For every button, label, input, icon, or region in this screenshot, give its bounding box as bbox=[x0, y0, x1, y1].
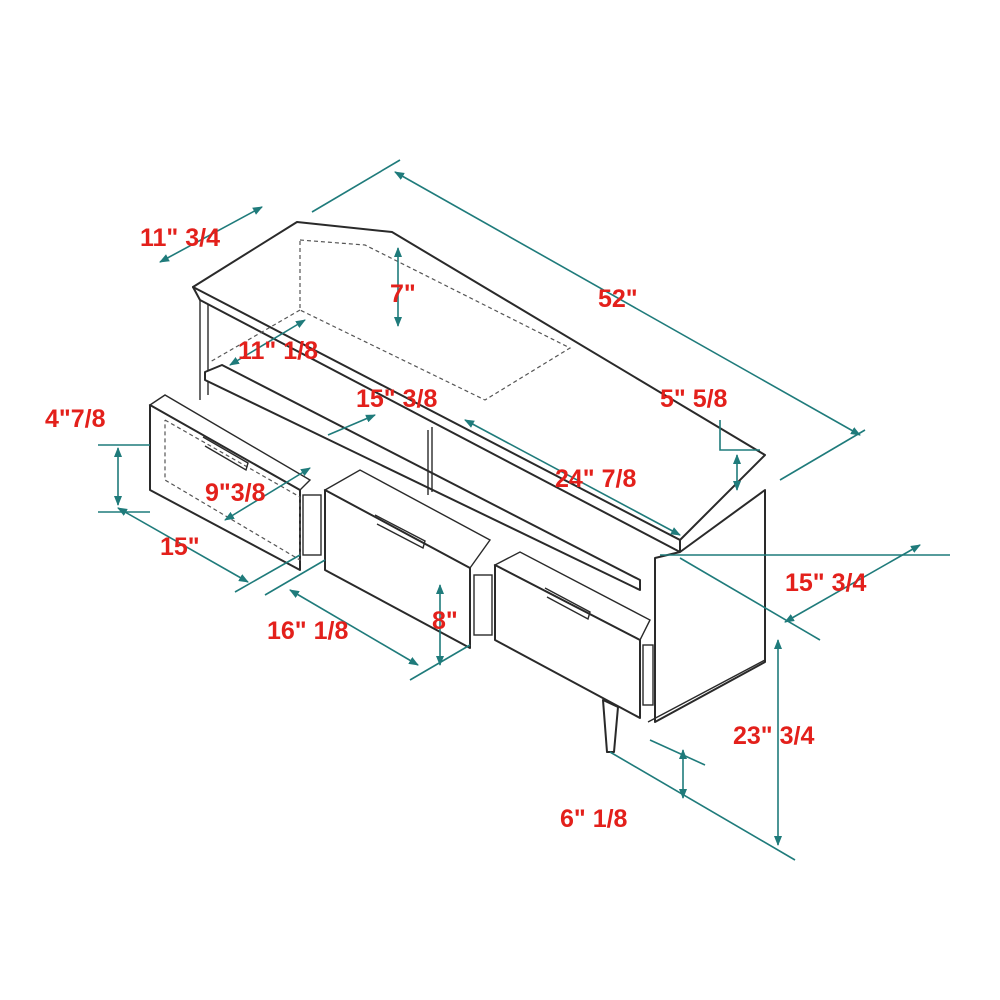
label-top-overhang: 5" 5/8 bbox=[660, 385, 728, 413]
right-side-panel bbox=[654, 489, 766, 723]
label-shelf-depth: 11" 1/8 bbox=[238, 337, 318, 365]
dim-line-shelf-depth bbox=[229, 319, 306, 366]
dim-line-compartment-width bbox=[327, 414, 376, 436]
drawer-slide-right bbox=[642, 644, 654, 706]
drawer-right-top bbox=[493, 551, 651, 641]
drawer-slide-left bbox=[302, 494, 322, 556]
bottom-edge bbox=[647, 659, 766, 723]
ext-line bbox=[649, 739, 706, 766]
label-overall-width: 52" bbox=[598, 285, 638, 313]
dim-line-open-shelf-width bbox=[464, 419, 681, 536]
label-shelf-height: 7" bbox=[390, 280, 416, 308]
label-drawer-front-height: 8" bbox=[432, 607, 458, 635]
ext-line bbox=[609, 751, 796, 861]
label-overall-height: 23" 3/4 bbox=[733, 722, 814, 750]
drawer-middle-handle bbox=[374, 514, 426, 550]
label-overall-depth: 15" 3/4 bbox=[785, 569, 866, 597]
label-open-shelf-width: 24" 7/8 bbox=[555, 465, 636, 493]
label-middle-drawer-width: 16" 1/8 bbox=[267, 617, 348, 645]
dim-line-left-drawer-width bbox=[117, 507, 249, 583]
label-drawer-depth: 9"3/8 bbox=[205, 479, 266, 507]
drawer-middle-top bbox=[323, 469, 492, 569]
drawer-right-handle bbox=[544, 587, 591, 621]
ext-line bbox=[234, 554, 301, 593]
ext-line bbox=[719, 420, 760, 451]
drawer-left-handle bbox=[202, 436, 249, 472]
drawer-right-front bbox=[494, 564, 641, 719]
dim-line-overall-depth bbox=[784, 544, 921, 623]
ext-line bbox=[679, 557, 821, 641]
label-drawer-height: 4"7/8 bbox=[45, 405, 106, 433]
label-compartment-width: 15" 3/8 bbox=[356, 385, 437, 413]
leg bbox=[602, 699, 619, 753]
ext-line bbox=[264, 559, 326, 596]
dim-line-middle-drawer-width bbox=[289, 589, 419, 666]
label-top-depth: 11" 3/4 bbox=[140, 224, 220, 252]
dimension-labels: 11" 3/4 7" 52" 11" 1/8 15" 3/8 5" 5/8 4"… bbox=[45, 224, 866, 833]
drawer-slide-middle bbox=[473, 574, 493, 636]
dim-line-top-depth bbox=[159, 206, 263, 263]
ext-line bbox=[311, 159, 401, 213]
label-left-drawer-width: 15" bbox=[160, 533, 200, 561]
label-leg-height: 6" 1/8 bbox=[560, 805, 628, 833]
dim-line-overall-width bbox=[394, 171, 861, 436]
ext-line bbox=[779, 429, 866, 481]
dimension-lines bbox=[98, 159, 950, 861]
drawer-left-hidden bbox=[164, 419, 301, 562]
